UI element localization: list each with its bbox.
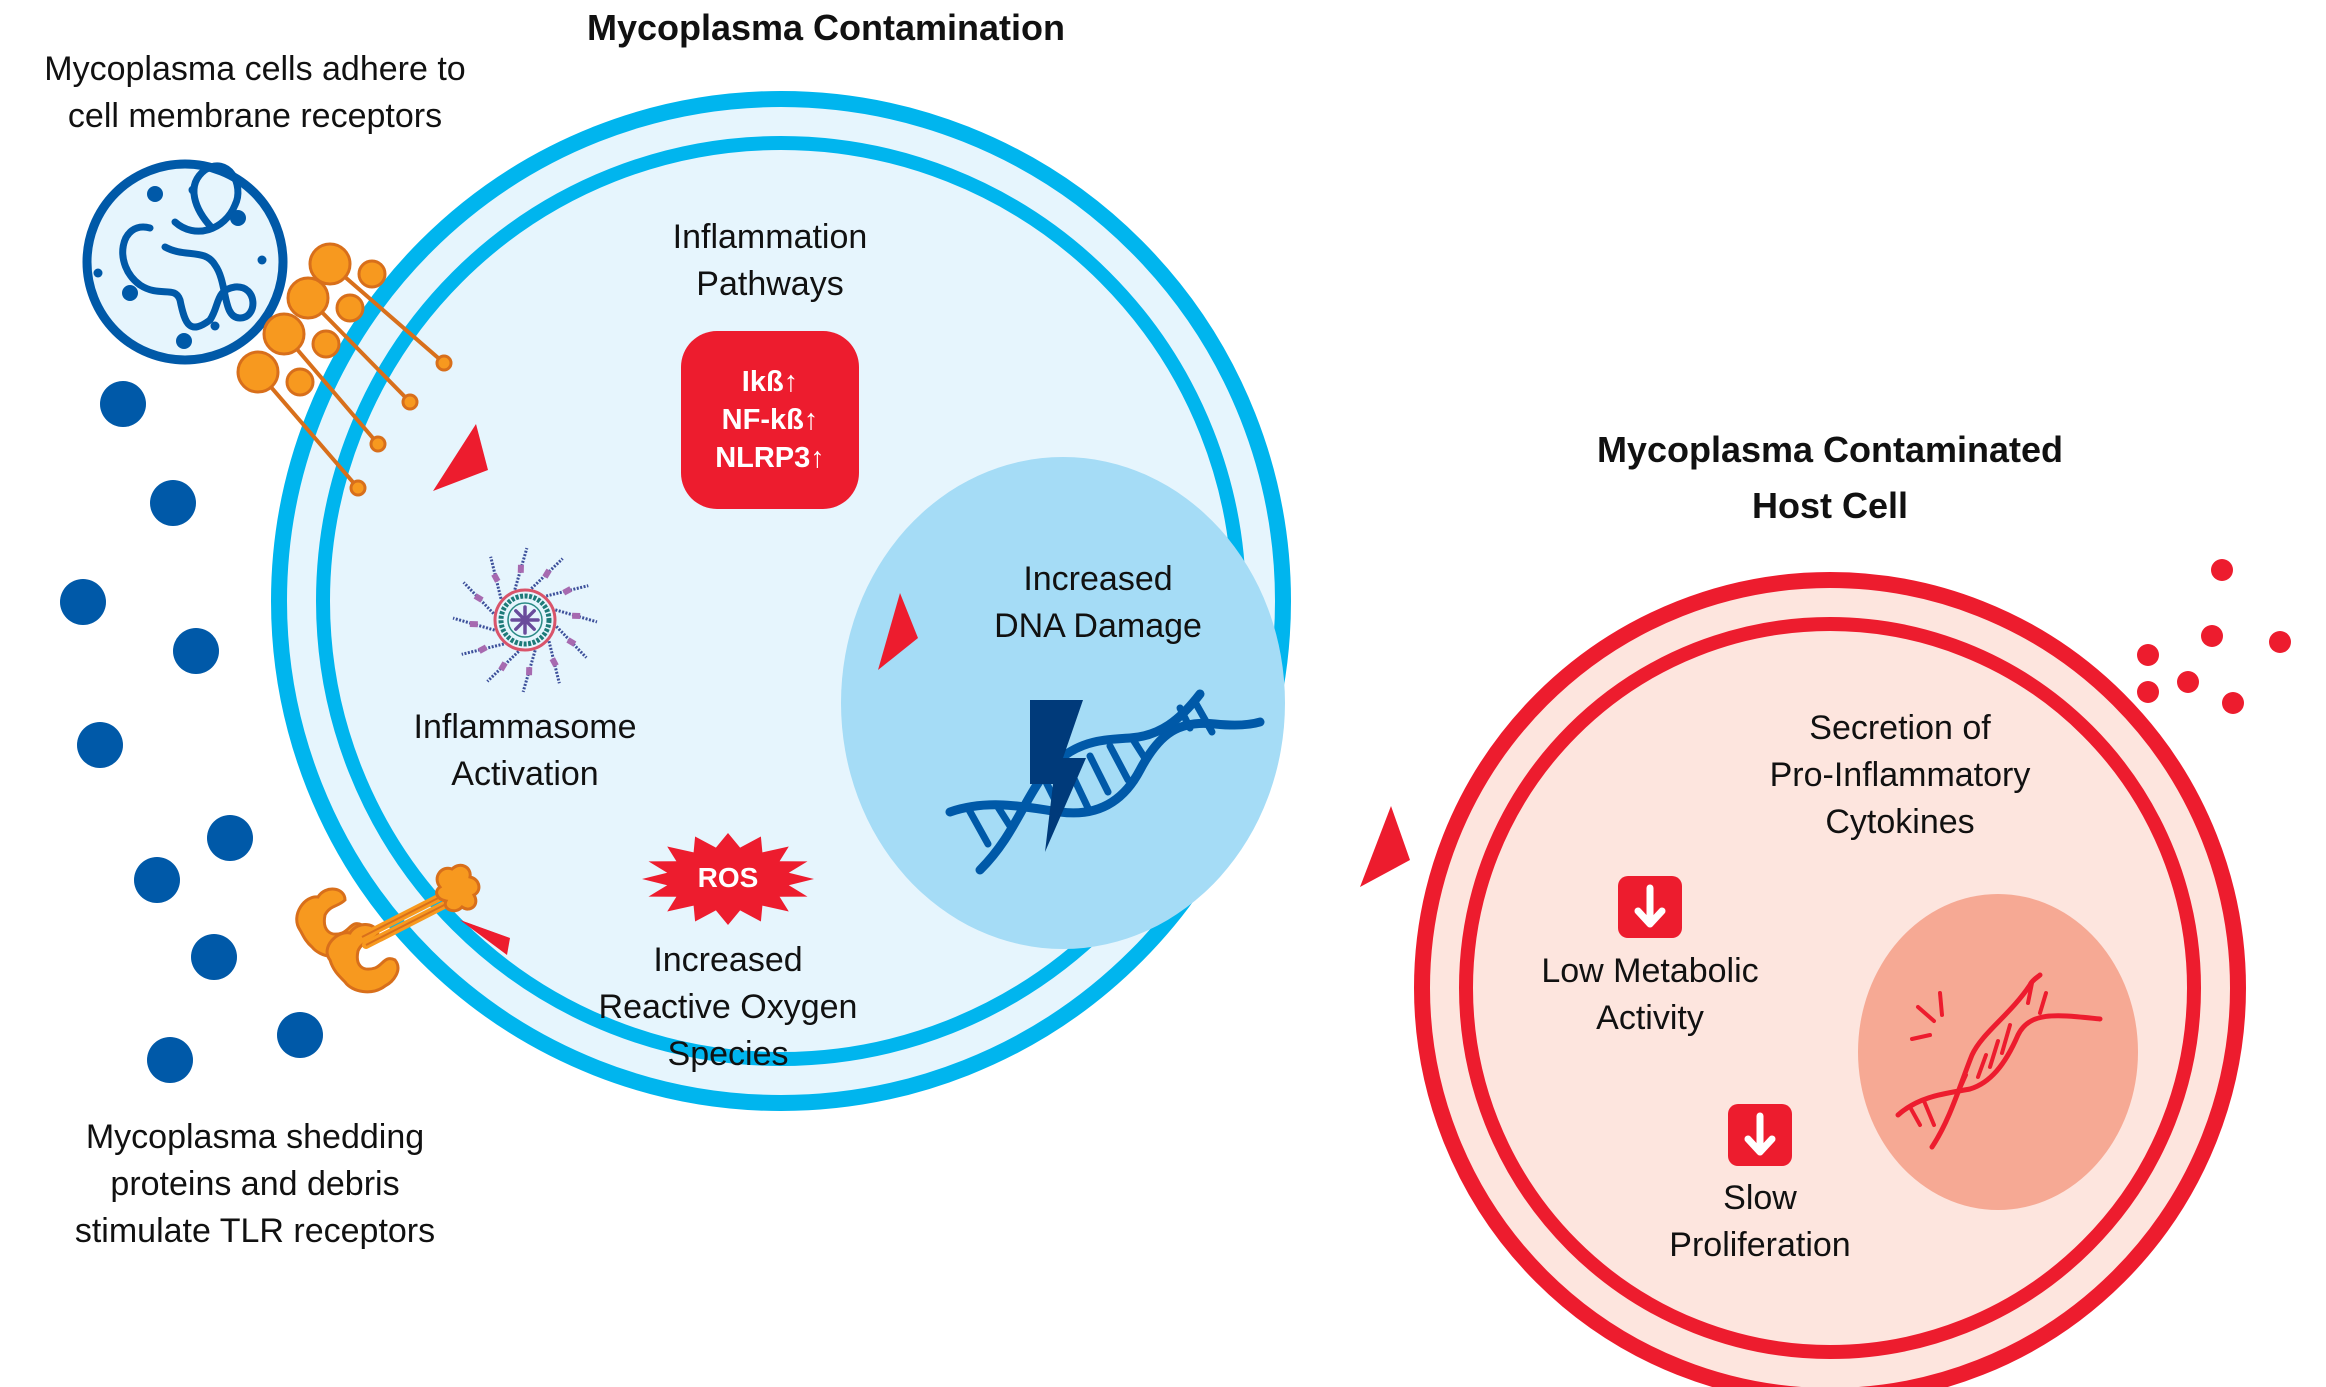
label-line: Mycoplasma shedding xyxy=(85,1118,425,1156)
debris-dot-icon xyxy=(277,1012,323,1058)
membrane-receptor-icon xyxy=(236,242,453,497)
cytokines-label: Secretion of Pro-Inflammatory Cytokines xyxy=(1750,705,2050,846)
receptor xyxy=(236,350,367,497)
cytokine-dot-icon xyxy=(2137,644,2159,666)
inflammation-pathways-label: Inflammation Pathways xyxy=(620,214,920,308)
ros-starburst-icon xyxy=(642,833,814,925)
label-line: Proliferation xyxy=(1669,1226,1851,1264)
label-line: DNA Damage xyxy=(994,607,1202,645)
cytokine-dots xyxy=(2137,559,2291,714)
arrowhead-icon xyxy=(460,920,510,955)
down-arrow-icon xyxy=(1728,1104,1792,1166)
dna-damage-label: Increased DNA Damage xyxy=(948,556,1248,650)
receptor xyxy=(308,242,453,372)
host-cell-title: Mycoplasma Contaminated Host Cell xyxy=(1530,422,2130,534)
arrowhead-icon xyxy=(878,593,918,670)
inflammasome-icon xyxy=(452,547,598,693)
marker-nfkb: NF-kß↑ xyxy=(721,404,819,436)
debris-dot-icon xyxy=(150,480,196,526)
broken-dna-icon xyxy=(1895,972,2103,1150)
receptor xyxy=(262,312,387,453)
debris-dot-icon xyxy=(134,857,180,903)
proliferation-label: Slow Proliferation xyxy=(1610,1175,1910,1269)
cytokine-dot-icon xyxy=(2211,559,2233,581)
label-line: Activation xyxy=(451,755,599,793)
label-line: Species xyxy=(667,1035,789,1073)
label-line: Cytokines xyxy=(1825,803,1975,841)
host-cell-title-line: Host Cell xyxy=(1751,485,1909,526)
host-cell xyxy=(1414,572,2246,1387)
cytokine-dot-icon xyxy=(2201,625,2223,647)
debris-dot-icon xyxy=(77,722,123,768)
arrowhead-icon xyxy=(433,424,488,491)
debris-dot-icon xyxy=(207,815,253,861)
debris-dot-icon xyxy=(173,628,219,674)
label-line: Pro-Inflammatory xyxy=(1769,756,2031,794)
debris-dots xyxy=(60,381,323,1083)
label-line: Pathways xyxy=(696,265,844,303)
metabolic-label: Low Metabolic Activity xyxy=(1500,948,1800,1042)
dna-lightning-icon xyxy=(945,689,1265,875)
label-line: stimulate TLR receptors xyxy=(74,1212,436,1250)
inflammasome-label: Inflammasome Activation xyxy=(375,704,675,798)
label-line: cell membrane receptors xyxy=(67,97,443,135)
label-line: proteins and debris xyxy=(110,1165,400,1203)
label-line: Increased xyxy=(1023,560,1173,598)
label-line: Reactive Oxygen xyxy=(598,988,858,1026)
main-title-text: Mycoplasma Contamination xyxy=(586,7,1066,48)
mycoplasma-cell-icon xyxy=(82,159,288,365)
label-line: Increased xyxy=(653,941,803,979)
pathway-markers-badge: Ikß↑ NF-kß↑ NLRP3↑ xyxy=(681,331,859,509)
main-title: Mycoplasma Contamination xyxy=(526,0,1126,56)
host-nucleus xyxy=(1858,894,2138,1210)
debris-dot-icon xyxy=(60,579,106,625)
label-line: Mycoplasma cells adhere to xyxy=(44,50,466,88)
cytokine-dot-icon xyxy=(2222,692,2244,714)
cytokine-dot-icon xyxy=(2269,631,2291,653)
label-line: Inflammation xyxy=(672,218,868,256)
label-line: Inflammasome xyxy=(413,708,637,746)
debris-dot-icon xyxy=(147,1037,193,1083)
label-line: Low Metabolic xyxy=(1541,952,1759,990)
debris-dot-icon xyxy=(100,381,146,427)
ros-badge-text: ROS xyxy=(678,862,778,894)
down-arrow-icon xyxy=(1618,876,1682,938)
marker-ikb: Ikß↑ xyxy=(741,366,799,398)
label-line: Slow xyxy=(1723,1179,1797,1217)
receptor xyxy=(286,276,419,411)
adhere-label: Mycoplasma cells adhere to cell membrane… xyxy=(0,46,510,140)
ros-text: ROS xyxy=(697,862,759,893)
cytokine-dot-icon xyxy=(2137,681,2159,703)
marker-nlrp3: NLRP3↑ xyxy=(715,442,825,474)
label-line: Secretion of xyxy=(1809,709,1991,747)
arrowheads xyxy=(433,424,1410,955)
ros-label: Increased Reactive Oxygen Species xyxy=(568,937,888,1078)
shedding-label: Mycoplasma shedding proteins and debris … xyxy=(0,1114,510,1255)
host-cell-title-line: Mycoplasma Contaminated xyxy=(1596,429,2064,470)
cytokine-dot-icon xyxy=(2177,671,2199,693)
label-line: Activity xyxy=(1596,999,1704,1037)
debris-dot-icon xyxy=(191,934,237,980)
arrowhead-icon xyxy=(1360,806,1410,887)
tlr-receptor-icon xyxy=(295,863,481,994)
